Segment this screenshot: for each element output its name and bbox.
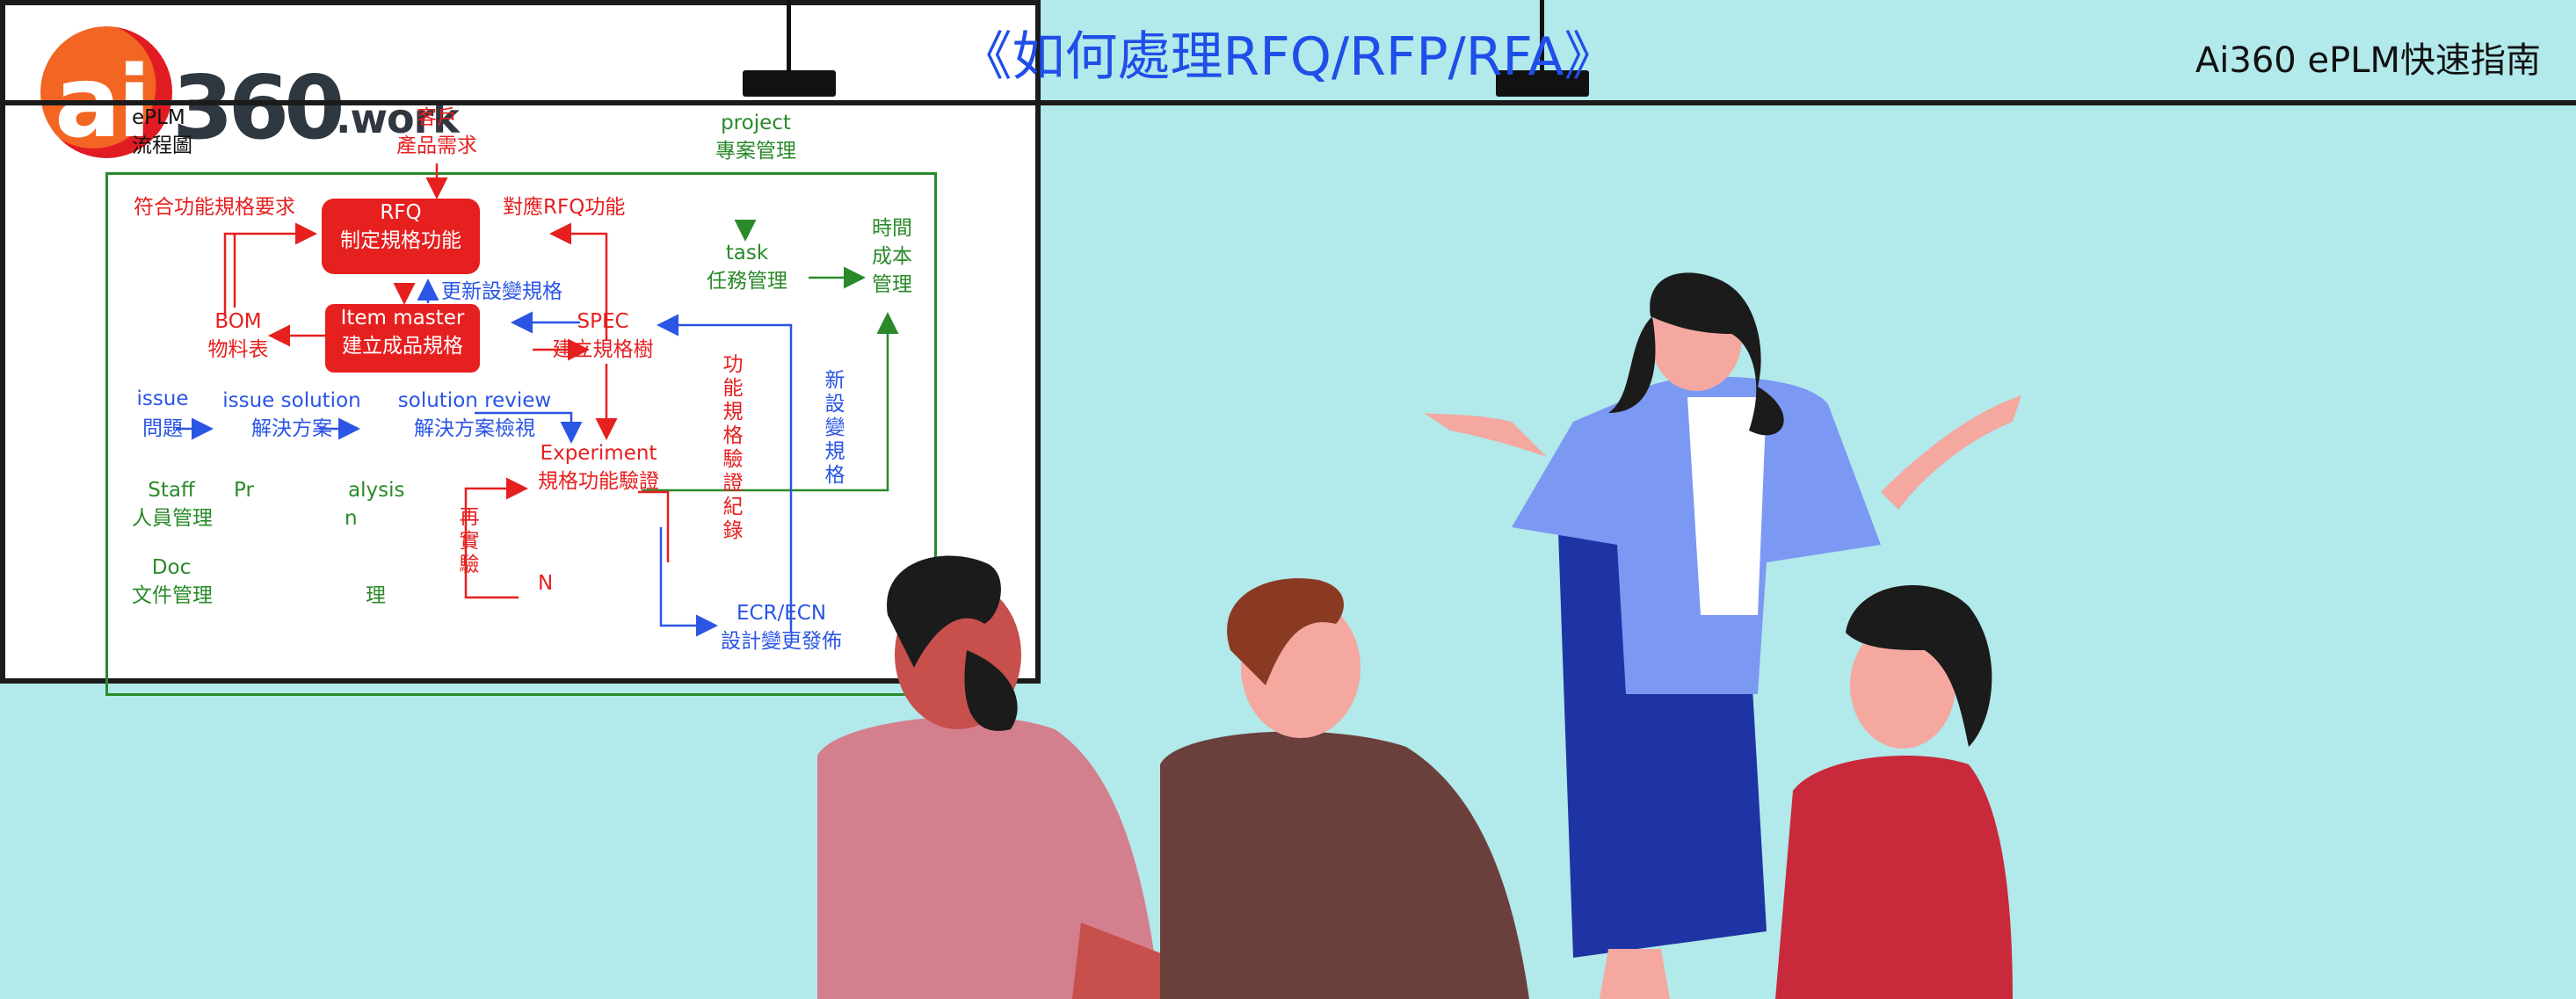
node-staff-en: Staff (148, 479, 195, 502)
node-issue-solution-en: issue solution (222, 389, 361, 412)
node-spec-en: SPEC (577, 310, 629, 333)
node-experiment-en: Experiment (540, 442, 657, 465)
node-rfq-zh: 制定規格功能 (340, 229, 461, 252)
node-product-analysis-left: Pr (234, 479, 254, 502)
node-project-en: project (721, 112, 791, 134)
label-n: N (538, 572, 554, 595)
hanging-wire-right (1540, 0, 1544, 74)
node-ecr-en: ECR/ECN (736, 602, 827, 625)
flow-arrows (176, 163, 899, 637)
flow-frame (105, 172, 937, 696)
hanging-wire-left (787, 0, 791, 74)
node-item-master-en: Item master (340, 307, 465, 329)
node-ecr-zh: 設計變更發佈 (721, 630, 842, 653)
audience-man-left (817, 555, 1204, 999)
node-item-master-zh: 建立成品規格 (342, 335, 463, 358)
node-manage: 管理 (872, 273, 912, 296)
label-update-spec: 更新設變規格 (441, 280, 562, 303)
node-project-zh: 專案管理 (715, 140, 796, 163)
node-spec-zh: 建立規格樹 (552, 338, 654, 361)
node-rfq-en: RFQ (380, 201, 422, 224)
node-customer-zh: 產品需求 (396, 134, 477, 157)
node-product-analysis-right: alysis (348, 479, 405, 502)
label-change-spec: 新設變規格 (821, 369, 844, 488)
label-respond-rfq: 對應RFQ功能 (503, 196, 626, 219)
board-clip-right (1496, 70, 1589, 97)
node-issue-en: issue (136, 387, 189, 410)
node-solution-review-en: solution review (397, 389, 552, 412)
board-title: 《如何處理RFQ/RFP/RFA》 (959, 26, 1617, 88)
node-rfq[interactable]: RFQ 制定規格功能 (322, 199, 480, 274)
board-clip-left (743, 70, 836, 97)
whiteboard: 《如何處理RFQ/RFP/RFA》 ePLM 流程圖 客戶 產品需求 proje… (0, 0, 2576, 696)
node-partial-n: n (345, 507, 358, 530)
node-bom-zh: 物料表 (207, 338, 269, 361)
board-header: 《如何處理RFQ/RFP/RFA》 (0, 0, 2576, 105)
presenter (1424, 272, 2021, 999)
audience-woman-right (1775, 585, 2013, 999)
guide-title: Ai360 ePLM快速指南 (2195, 40, 2541, 81)
label-match-spec: 符合功能規格要求 (134, 196, 295, 219)
node-doc-en: Doc (151, 556, 192, 579)
label-retest: 再實驗 (455, 506, 478, 577)
node-item-master[interactable]: Item master 建立成品規格 (325, 304, 480, 373)
label-verify-record: 功能規格驗證紀錄 (719, 353, 742, 543)
node-customer-en: 客戶 (417, 106, 457, 129)
node-solution-review-zh: 解決方案檢視 (414, 417, 535, 440)
node-experiment-zh: 規格功能驗證 (538, 470, 659, 493)
node-doc-zh: 文件管理 (132, 584, 213, 607)
node-cost: 成本 (872, 245, 912, 268)
legend-eplm: ePLM (132, 106, 185, 129)
node-time: 時間 (872, 217, 912, 240)
node-partial-li: 理 (366, 584, 386, 607)
legend-flowchart: 流程圖 (132, 134, 192, 157)
node-bom-en: BOM (214, 310, 262, 333)
logo-number: 360 (172, 56, 345, 159)
node-staff-zh: 人員管理 (132, 507, 213, 530)
node-task-en: task (725, 242, 769, 264)
audience-man-middle (1160, 578, 1529, 999)
node-issue-zh: 問題 (142, 417, 183, 440)
node-issue-solution-zh: 解決方案 (251, 417, 332, 440)
node-task-zh: 任務管理 (707, 270, 787, 293)
